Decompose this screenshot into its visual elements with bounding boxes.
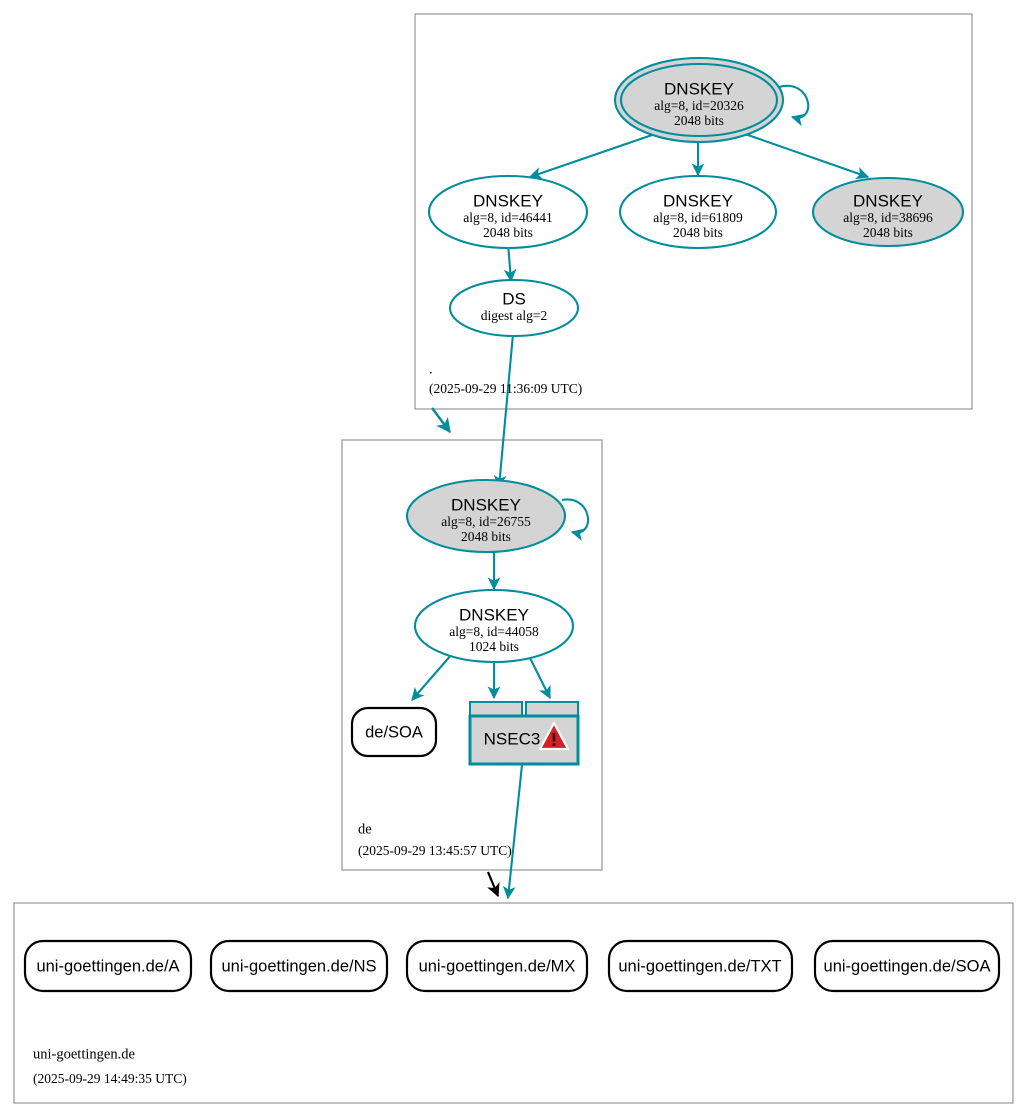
node-de-ksk-alg-id: alg=8, id=26755 [441, 514, 531, 529]
node-rr-soa-label: uni-goettingen.de/SOA [824, 957, 991, 975]
node-de-ksk-shape [405, 478, 567, 554]
edge-root-ksk-to-zsk-38696 [744, 133, 870, 180]
node-rr-txt-label: uni-goettingen.de/TXT [618, 957, 781, 975]
zone-box-uni-goettingen-de [13, 902, 1014, 1104]
node-root-zsk-46441-title: DNSKEY [473, 191, 543, 210]
edge-de-ksk-self-sign [561, 498, 590, 541]
node-rr-mx-shape [405, 939, 589, 993]
node-root-zsk-38696[interactable]: DNSKEY alg=8, id=38696 2048 bits [811, 176, 965, 248]
zone-label-root-timestamp: (2025-09-29 11:36:09 UTC) [429, 381, 582, 396]
node-rr-ns-shape [209, 939, 389, 993]
node-root-zsk-61809-title: DNSKEY [663, 191, 733, 210]
node-root-zsk-46441[interactable]: DNSKEY alg=8, id=46441 2048 bits [427, 174, 589, 250]
node-root-zsk-61809[interactable]: DNSKEY alg=8, id=61809 2048 bits [618, 174, 778, 250]
node-de-zsk-size: 1024 bits [469, 639, 519, 654]
node-rr-txt[interactable]: uni-goettingen.de/TXT [607, 939, 794, 993]
node-root-ksk-size: 2048 bits [674, 113, 724, 128]
node-de-soa-label: de/SOA [365, 723, 423, 741]
zone-label-leaf-timestamp: (2025-09-29 14:49:35 UTC) [33, 1071, 187, 1086]
node-root-zsk-46441-shape [427, 174, 589, 250]
node-de-nsec3-stack-tab-2 [525, 701, 579, 717]
node-rr-mx-label: uni-goettingen.de/MX [419, 957, 576, 975]
edge-zone-transition-de-to-leaf [486, 871, 500, 898]
node-root-zsk-61809-shape [618, 174, 778, 250]
zone-label-de-timestamp: (2025-09-29 13:45:57 UTC) [358, 843, 512, 858]
edge-de-zsk-to-nsec3-b [527, 653, 551, 700]
node-de-ksk-title: DNSKEY [451, 495, 521, 514]
edge-de-zsk-to-soa [411, 653, 453, 701]
node-root-ds-shape [448, 278, 580, 338]
node-de-zsk-alg-id: alg=8, id=44058 [449, 624, 539, 639]
node-rr-ns-label: uni-goettingen.de/NS [221, 957, 376, 975]
node-de-zsk-shape [413, 588, 575, 664]
edge-root-ksk-self-sign [778, 84, 810, 127]
node-rr-txt-shape [607, 939, 794, 993]
node-root-ksk[interactable]: DNSKEY alg=8, id=20326 2048 bits [613, 56, 785, 144]
node-de-nsec3[interactable]: NSEC3 [468, 701, 580, 766]
node-root-zsk-38696-shape [811, 176, 965, 248]
node-de-ksk-size: 2048 bits [461, 529, 511, 544]
zone-label-leaf-name: uni-goettingen.de [33, 1046, 135, 1062]
node-de-zsk[interactable]: DNSKEY alg=8, id=44058 1024 bits [413, 588, 575, 664]
node-rr-soa[interactable]: uni-goettingen.de/SOA [813, 939, 1001, 993]
node-de-nsec3-stack-tab-1 [469, 701, 523, 717]
node-root-zsk-46441-size: 2048 bits [483, 225, 533, 240]
node-rr-ns[interactable]: uni-goettingen.de/NS [209, 939, 389, 993]
edge-root-ksk-to-zsk-46441 [528, 133, 656, 180]
node-root-zsk-38696-title: DNSKEY [853, 191, 923, 210]
node-root-zsk-46441-alg-id: alg=8, id=46441 [463, 210, 552, 225]
node-root-ksk-title: DNSKEY [664, 79, 734, 98]
node-rr-a-label: uni-goettingen.de/A [36, 957, 179, 975]
node-de-soa[interactable]: de/SOA [350, 706, 438, 758]
node-root-ds[interactable]: DS digest alg=2 [448, 278, 580, 338]
node-root-zsk-38696-size: 2048 bits [863, 225, 913, 240]
node-root-zsk-61809-size: 2048 bits [673, 225, 723, 240]
edge-zone-transition-root-to-de [431, 407, 451, 434]
zone-label-de-name: de [358, 821, 372, 837]
node-de-ksk[interactable]: DNSKEY alg=8, id=26755 2048 bits [405, 478, 567, 554]
warning-triangle-icon [538, 721, 570, 751]
node-root-ds-title: DS [502, 289, 526, 308]
node-root-ksk-inner-ring [619, 62, 779, 138]
edge-nsec3-to-leaf-zone [502, 764, 524, 900]
node-rr-soa-shape [813, 939, 1001, 993]
edge-ds-to-de-ksk [493, 333, 515, 489]
edge-root-zsk-to-ds [503, 242, 517, 283]
node-de-zsk-title: DNSKEY [459, 605, 529, 624]
node-root-ds-digest: digest alg=2 [481, 308, 547, 323]
node-de-soa-shape [350, 706, 438, 758]
node-root-zsk-61809-alg-id: alg=8, id=61809 [653, 210, 743, 225]
node-rr-a[interactable]: uni-goettingen.de/A [23, 939, 193, 993]
node-root-ksk-alg-id: alg=8, id=20326 [654, 98, 744, 113]
zone-label-root-name: . [429, 361, 433, 377]
node-rr-mx[interactable]: uni-goettingen.de/MX [405, 939, 589, 993]
node-de-nsec3-label: NSEC3 [484, 729, 541, 748]
node-root-zsk-38696-alg-id: alg=8, id=38696 [843, 210, 933, 225]
node-rr-a-shape [23, 939, 193, 993]
